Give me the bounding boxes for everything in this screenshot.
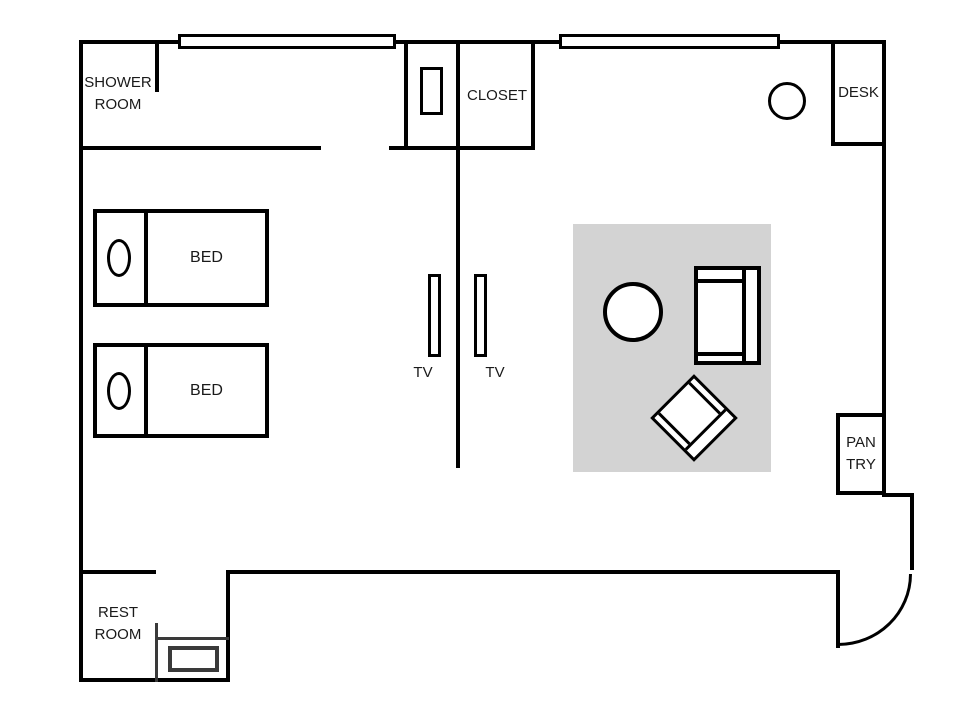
bed-2-pillow (107, 371, 131, 410)
sink (168, 646, 219, 672)
pantry-label-line1: PAN (846, 434, 876, 451)
bed-1-headboard (97, 213, 148, 303)
sofa-backrest (742, 270, 757, 361)
wall-right (882, 40, 886, 495)
closet-label: CLOSET (466, 87, 527, 104)
wall-closet-bottom (389, 146, 535, 150)
bed-1-pillow (107, 239, 131, 277)
bed-2-label: BED (190, 381, 223, 399)
sofa-armrest-top (698, 279, 742, 283)
bed-2-headboard (97, 347, 148, 434)
bed-2-body: BED (148, 347, 265, 434)
wall-room-divider (456, 40, 460, 468)
shower-room-label-line1: SHOWER (84, 74, 152, 91)
tv-2 (474, 274, 487, 357)
wall-right-jog-vertical (910, 493, 914, 570)
sofa-armrest-bottom (698, 352, 742, 356)
wall-shower-partition (155, 40, 159, 92)
window-left (178, 34, 396, 49)
vanity-counter-side (155, 623, 158, 682)
wall-restroom-bottom (79, 678, 230, 682)
wall-closet-left (404, 40, 408, 148)
desk: DESK (831, 40, 886, 146)
round-table (603, 282, 663, 342)
bed-1-body: BED (148, 213, 265, 303)
desk-chair (768, 82, 806, 120)
wall-left (79, 40, 83, 682)
desk-label: DESK (838, 84, 879, 101)
bed-2: BED (93, 343, 269, 438)
pantry-label: PAN TRY (846, 432, 876, 476)
wall-bottom (229, 570, 838, 574)
bed-1: BED (93, 209, 269, 307)
rest-room-label: REST ROOM (79, 602, 157, 646)
bed-1-label: BED (190, 249, 223, 266)
window-right (559, 34, 780, 49)
sofa (694, 266, 761, 365)
wall-top-middle (394, 40, 559, 44)
vanity-counter-top (155, 637, 229, 640)
tv-2-label: TV (485, 364, 505, 381)
rest-room-label-line1: REST (97, 604, 138, 621)
shower-room-label: SHOWER ROOM (79, 72, 157, 116)
wall-closet-right (531, 40, 535, 150)
wall-restroom-top (79, 570, 156, 574)
tv-1-label: TV (413, 364, 433, 381)
rest-room-label-line2: ROOM (94, 626, 142, 643)
tv-1 (428, 274, 441, 357)
wall-top-left (79, 40, 179, 44)
wall-bedroom-top (79, 146, 321, 150)
wall-restroom-right (226, 570, 230, 682)
closet-cabinet (420, 67, 443, 115)
wall-right-jog-horizontal (882, 493, 913, 497)
shower-room-label-line2: ROOM (94, 96, 142, 113)
pantry-label-line2: TRY (846, 456, 876, 473)
pantry: PAN TRY (836, 413, 886, 495)
door-swing-arc (838, 574, 912, 646)
